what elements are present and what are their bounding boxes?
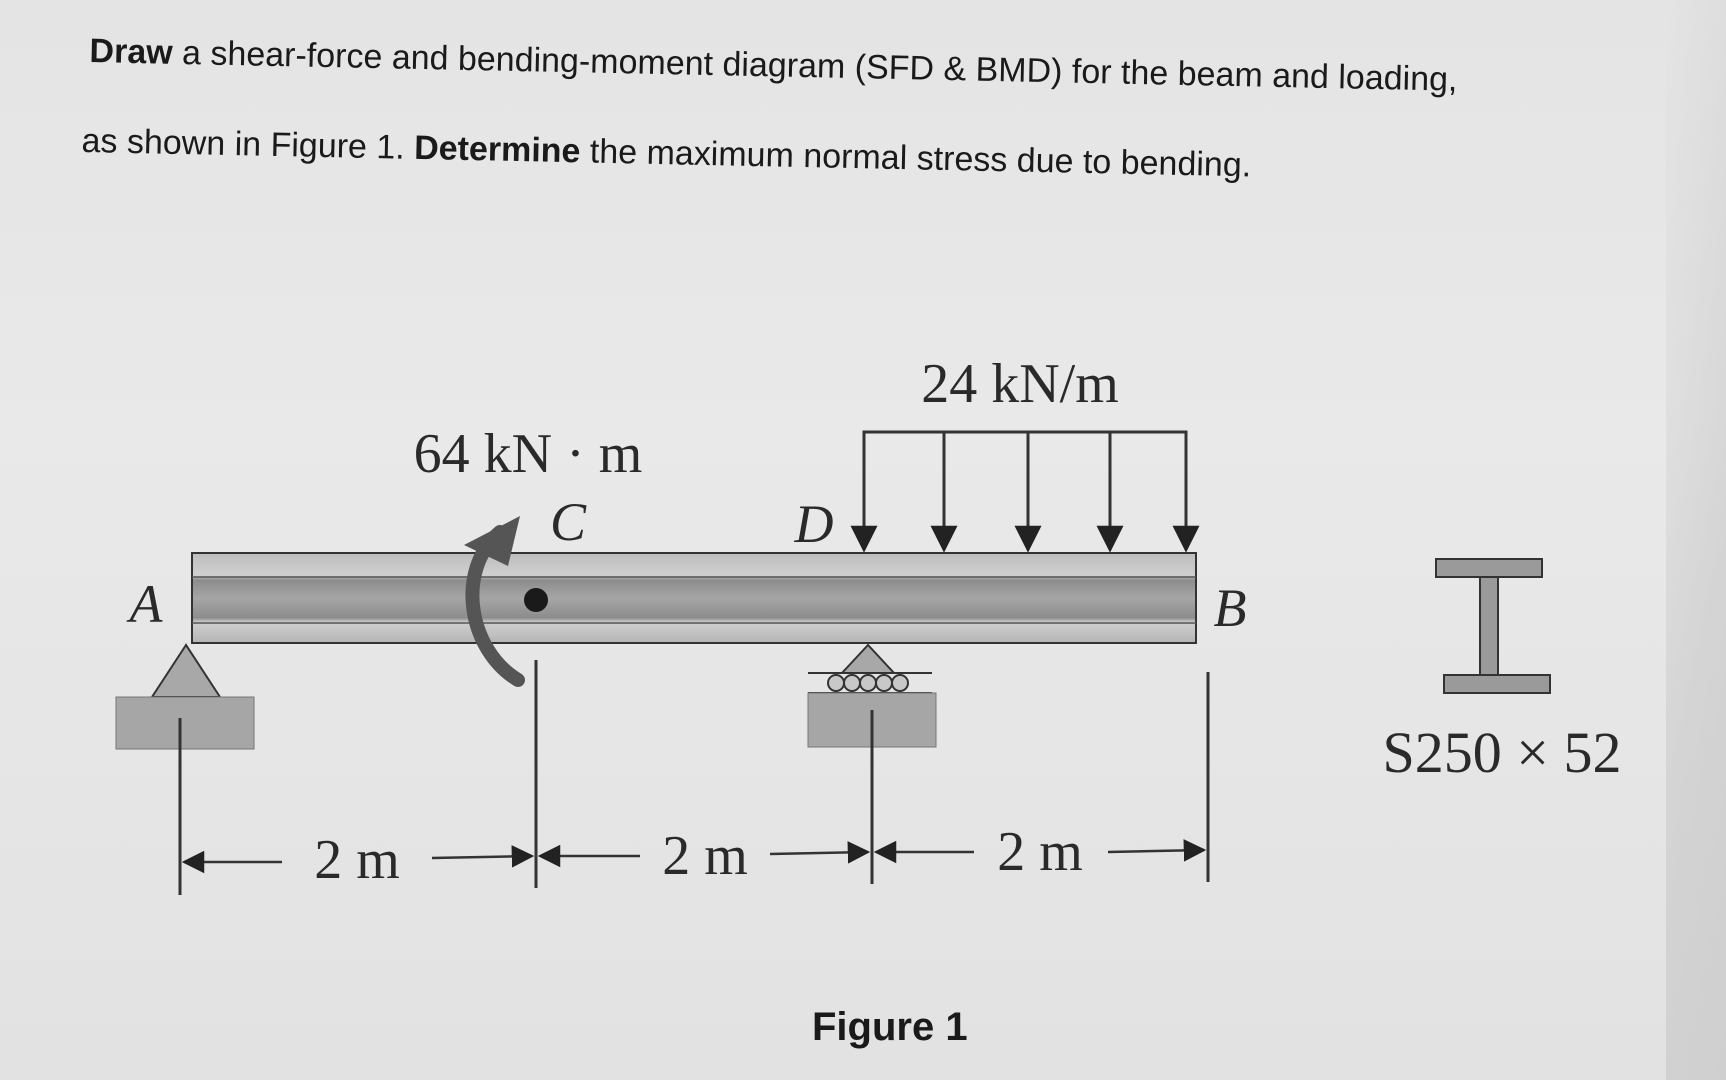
dim2-arrow-right bbox=[769, 841, 871, 864]
dim3-arrow-right bbox=[1107, 839, 1207, 862]
roller-5 bbox=[891, 674, 909, 692]
dimension-label-3: 2 m bbox=[997, 821, 1083, 883]
roller-support-triangle bbox=[839, 643, 897, 674]
section-designation: S250 × 52 bbox=[1383, 720, 1622, 785]
dimension-label-2: 2 m bbox=[662, 825, 748, 887]
i-beam-section-icon bbox=[1435, 558, 1551, 694]
pin-support-a bbox=[115, 643, 255, 750]
roller-3 bbox=[859, 674, 877, 692]
figure-caption: Figure 1 bbox=[812, 1005, 968, 1049]
roller-4 bbox=[875, 674, 893, 692]
beam-body bbox=[191, 552, 1197, 644]
roller-2 bbox=[843, 674, 861, 692]
section-bottom-flange bbox=[1443, 674, 1551, 694]
distributed-load-frame bbox=[862, 430, 1188, 549]
couple-moment-label: 64 kN · m bbox=[414, 423, 643, 485]
section-top-flange bbox=[1435, 558, 1543, 578]
moment-arrowhead bbox=[464, 516, 520, 566]
point-label-d: D bbox=[794, 494, 834, 554]
pin-support-triangle bbox=[150, 643, 222, 698]
point-label-b: B bbox=[1214, 578, 1247, 638]
dimension-lines: 2 m 2 m 2 m bbox=[178, 660, 1210, 895]
dimension-label-1: 2 m bbox=[314, 829, 400, 891]
dim1-arrow-right bbox=[431, 845, 535, 868]
distributed-load-label: 24 kN/m bbox=[921, 353, 1119, 415]
beam bbox=[191, 552, 1197, 644]
section-web bbox=[1479, 576, 1499, 692]
point-label-a: A bbox=[127, 574, 164, 634]
distributed-load: 24 kN/m bbox=[850, 353, 1200, 553]
point-c-dot bbox=[524, 588, 548, 612]
point-label-c: C bbox=[550, 492, 587, 552]
pin-support-ground bbox=[115, 696, 255, 750]
couple-moment: 64 kN · m bbox=[414, 423, 643, 687]
paper-edge-shadow bbox=[1666, 0, 1726, 1080]
roller-1 bbox=[827, 674, 845, 692]
